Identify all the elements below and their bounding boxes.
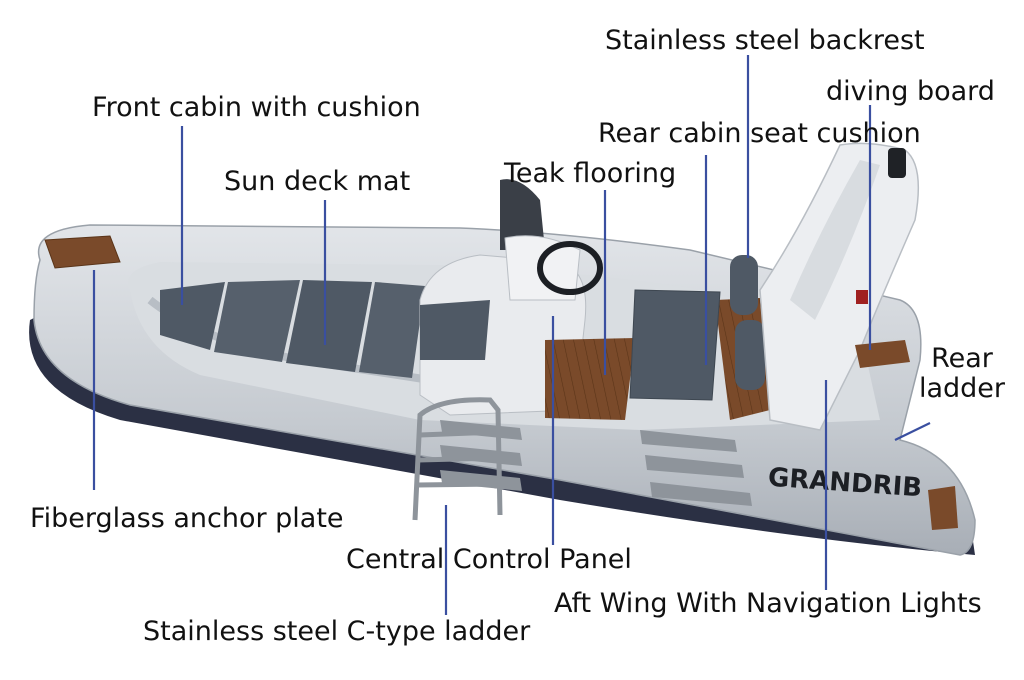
label-backrest: Stainless steel backrest	[605, 25, 925, 56]
steering-wheel	[537, 241, 603, 295]
backrest-bolster	[730, 255, 758, 315]
console-seat	[420, 300, 490, 360]
label-rear-ladder-line1: Rear	[931, 343, 993, 374]
teak-floor	[545, 338, 635, 420]
side-decals	[440, 420, 752, 506]
label-rear-ladder: Rear ladder	[912, 343, 1012, 405]
anchor-plate-shape	[44, 235, 121, 269]
label-aft-wing: Aft Wing With Navigation Lights	[554, 588, 982, 619]
diving-board	[855, 340, 910, 368]
sun-deck-mats	[160, 280, 425, 378]
nav-light	[888, 148, 906, 178]
label-diving-board: diving board	[826, 76, 995, 107]
label-sun-deck-mat: Sun deck mat	[224, 166, 411, 197]
label-c-ladder: Stainless steel C-type ladder	[143, 616, 531, 647]
label-rear-cushion: Rear cabin seat cushion	[598, 118, 921, 149]
rear-seat	[629, 289, 721, 401]
label-teak-flooring: Teak flooring	[504, 158, 677, 189]
leader-lines	[92, 55, 931, 615]
windshield	[500, 179, 545, 250]
label-rear-ladder-line2: ladder	[918, 373, 1006, 405]
label-anchor-plate: Fiberglass anchor plate	[30, 503, 344, 534]
label-control-panel: Central Control Panel	[346, 544, 632, 575]
label-front-cabin: Front cabin with cushion	[92, 92, 421, 123]
